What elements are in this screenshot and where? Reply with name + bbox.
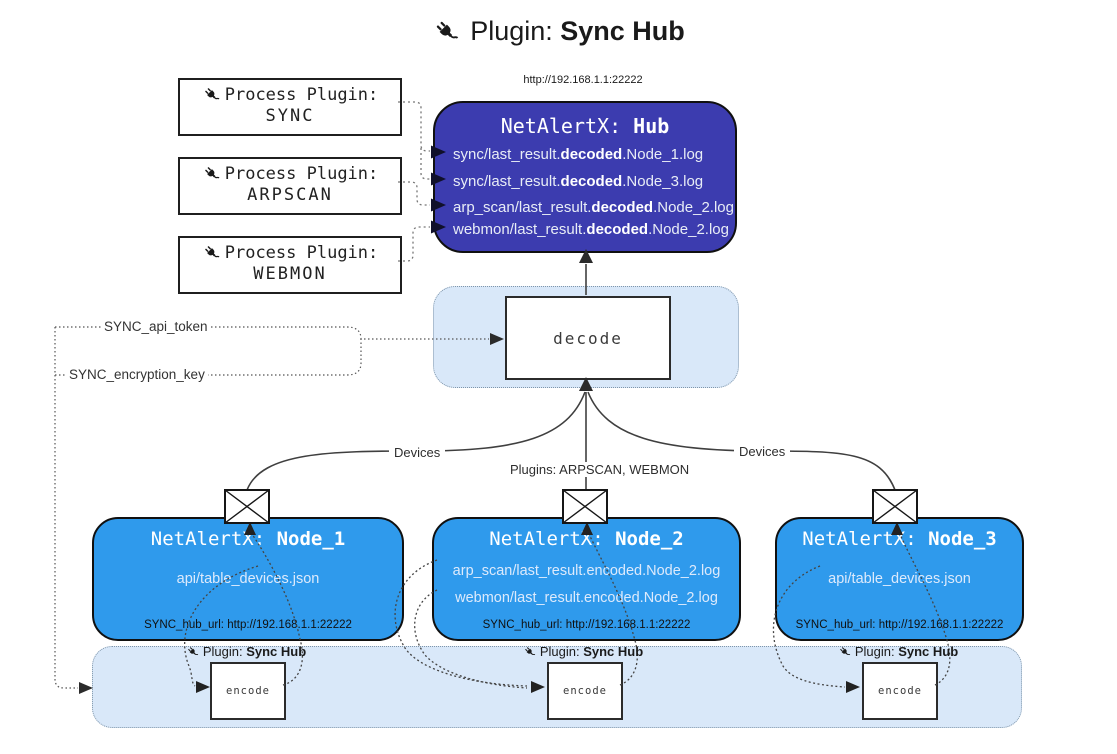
process-plugin-label: Process Plugin: xyxy=(224,164,379,184)
node-hub-url: SYNC_hub_url: http://192.168.1.1:22222 xyxy=(482,619,691,631)
node-box-node3: NetAlertX: Node_3 api/table_devices.json… xyxy=(775,517,1024,641)
plug-icon xyxy=(186,645,199,658)
hub-log-line: arp_scan/last_result.decoded.Node_2.log xyxy=(453,199,734,216)
sync-plugin-edge xyxy=(398,101,430,152)
plugins-edge-label: Plugins: ARPSCAN, WEBMON xyxy=(505,462,695,477)
encoder-label-node2: Plugin: Sync Hub xyxy=(483,644,683,659)
node-title: NetAlertX: Node_3 xyxy=(802,528,997,550)
node-file-line: api/table_devices.json xyxy=(176,571,320,587)
hub-log-line: sync/last_result.decoded.Node_3.log xyxy=(453,173,704,190)
process-plugin-box-webmon: Process Plugin: WEBMON xyxy=(178,236,402,294)
plug-icon xyxy=(523,645,536,658)
decode-box: decode xyxy=(505,296,671,380)
node-file-line: api/table_devices.json xyxy=(828,571,971,587)
page-title-text: Plugin: Sync Hub xyxy=(470,16,685,46)
process-plugin-name: SYNC xyxy=(265,106,315,126)
devices-edge-label-left: Devices xyxy=(389,445,446,460)
plug-icon xyxy=(434,18,461,45)
node-box-node1: NetAlertX: Node_1 api/table_devices.json… xyxy=(92,517,404,641)
hub-box: NetAlertX: Hub sync/last_result.decoded.… xyxy=(433,101,737,253)
webmon-plugin-edge xyxy=(398,226,430,262)
encode-box-node1: encode xyxy=(210,662,286,720)
node-box-node2: NetAlertX: Node_2 arp_scan/last_result.e… xyxy=(432,517,741,641)
encode-box-node3: encode xyxy=(862,662,938,720)
hub-log-line: sync/last_result.decoded.Node_1.log xyxy=(453,146,704,163)
process-plugin-label: Process Plugin: xyxy=(224,85,379,105)
sync-encryption-key-label: SYNC_encryption_key xyxy=(66,367,208,382)
process-plugin-name: ARPSCAN xyxy=(247,185,333,205)
sync-plugin-edge-branch xyxy=(420,148,430,180)
decode-label: decode xyxy=(553,328,623,348)
hub-title: NetAlertX: Hub xyxy=(500,114,670,138)
node-file-line: webmon/last_result.encoded.Node_2.log xyxy=(455,590,718,606)
plug-icon xyxy=(203,86,221,104)
plug-icon xyxy=(203,244,221,262)
process-plugin-name: WEBMON xyxy=(253,264,327,284)
hub-url-label: http://192.168.1.1:22222 xyxy=(523,74,643,86)
arpscan-plugin-edge xyxy=(398,181,430,206)
node-title: NetAlertX: Node_2 xyxy=(489,528,684,550)
node-hub-url: SYNC_hub_url: http://192.168.1.1:22222 xyxy=(795,619,1004,631)
page-title: Plugin: Sync Hub xyxy=(0,16,1117,47)
node-file-line: arp_scan/last_result.encoded.Node_2.log xyxy=(452,563,721,579)
node-hub-url: SYNC_hub_url: http://192.168.1.1:22222 xyxy=(144,619,352,631)
process-plugin-label: Process Plugin: xyxy=(224,243,379,263)
process-plugin-box-arpscan: Process Plugin: ARPSCAN xyxy=(178,157,402,215)
devices-edge-label-right: Devices xyxy=(734,444,791,459)
node-title: NetAlertX: Node_1 xyxy=(150,528,346,550)
sync-api-token-label: SYNC_api_token xyxy=(101,319,211,334)
plug-icon xyxy=(203,165,221,183)
plug-icon xyxy=(838,645,851,658)
arrowhead-right-icon xyxy=(79,682,93,694)
encode-box-node2: encode xyxy=(547,662,623,720)
encoder-label-node3: Plugin: Sync Hub xyxy=(798,644,998,659)
process-plugin-box-sync: Process Plugin: SYNC xyxy=(178,78,402,136)
encoder-label-node1: Plugin: Sync Hub xyxy=(146,644,346,659)
plugin-edges xyxy=(398,101,430,262)
hub-log-line: webmon/last_result.decoded.Node_2.log xyxy=(453,221,729,238)
